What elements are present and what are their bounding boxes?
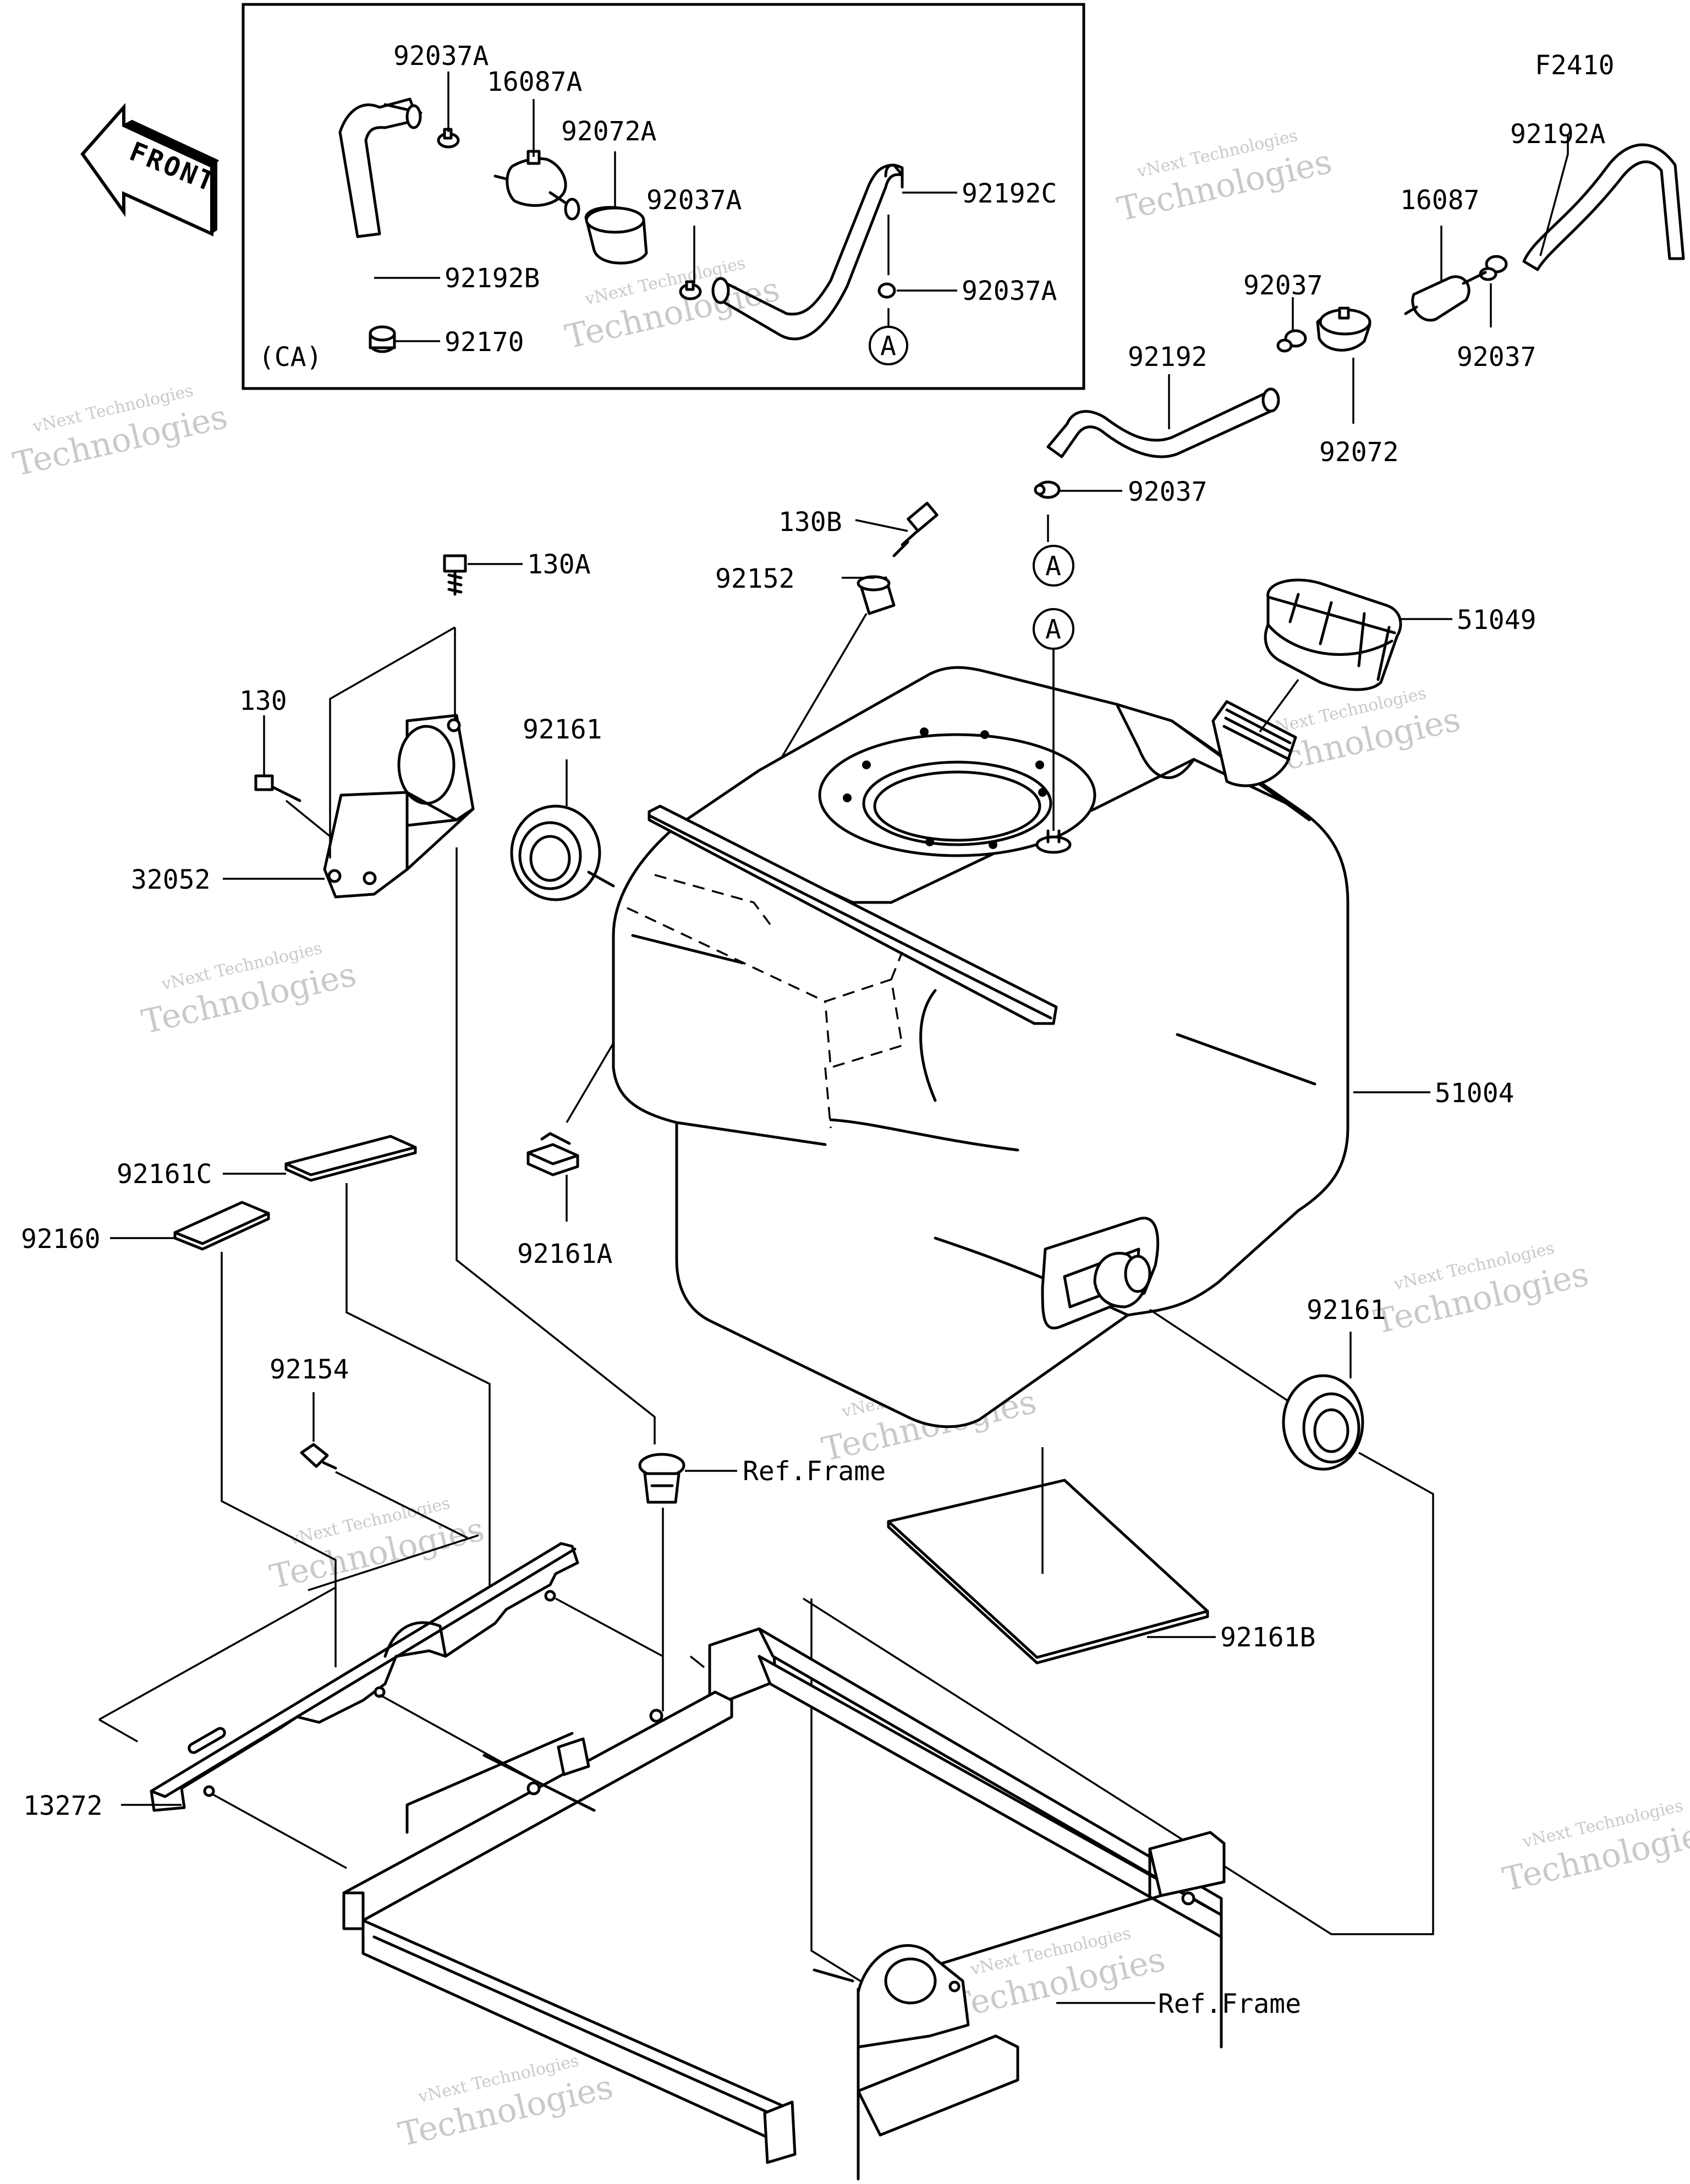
clamp-92037a [437,128,460,149]
callout-92072a: 92072A [561,116,656,147]
callout-92037: 92037 [1457,342,1537,373]
hose-92192a [1522,143,1685,271]
collar-92152 [857,575,896,615]
cap-51049 [1264,578,1402,691]
callout-92161c: 92161C [117,1159,212,1190]
grommet-92161 [1282,1374,1364,1471]
callout-51004: 51004 [1435,1078,1515,1109]
callout-92037: 92037 [1243,270,1323,301]
callout-92152: 92152 [715,563,795,594]
watermark: vNext Technologies Technologies [947,1924,1169,2027]
filter-16087 [1411,275,1470,322]
watermark: vNext Technologies Technologies [266,1493,488,1596]
callout-92161a: 92161A [517,1239,612,1269]
callout-16087: 16087 [1400,185,1480,216]
bolt-130a [443,554,467,596]
hose-92192c [714,163,904,341]
rivet-ref-frame [638,1453,685,1504]
fuel-tank-51004 [612,666,1349,1428]
callout-32052: 32052 [131,864,211,895]
watermark: vNext Technologies Technologies [395,2051,617,2154]
callout-51049: 51049 [1457,605,1537,636]
front-arrow: FRONT [80,103,221,237]
callout-92072: 92072 [1319,437,1399,468]
clamp-92037a-right [877,282,896,299]
callout-92161: 92161 [523,714,602,745]
callout-130: 130 [239,686,287,716]
callout-16087a: 16087A [487,67,582,97]
pad-92161b [887,1479,1209,1665]
callout-ref-frame: Ref.Frame [1158,1989,1301,2019]
callout-92192a: 92192A [1510,119,1605,150]
callout-13272: 13272 [23,1791,103,1821]
bracket-32052 [323,714,475,899]
clamp-92170 [369,325,396,353]
callout-ref-frame: Ref.Frame [743,1456,886,1487]
callout-92160: 92160 [21,1224,101,1255]
bolt-92154 [300,1443,337,1470]
pad-92160 [173,1201,270,1251]
callout-92037: 92037 [1128,477,1208,507]
callout-130b: 130B [778,507,842,538]
watermark: vNext Technologies Technologies [1370,1239,1592,1342]
svg-text:A: A [1045,551,1061,582]
clamp-92037a-mid [679,280,702,300]
callout-92192: 92192 [1128,342,1208,373]
watermark: vNext Technologies Technologies [1114,126,1336,229]
watermark: vNext Technologies Technologies [1499,1796,1690,1899]
callout-92161b: 92161B [1220,1622,1315,1653]
callout-92037a: 92037A [962,276,1057,306]
figure-code: F2410 [1535,50,1615,81]
bolt-130 [254,774,301,802]
pad-92161c [284,1135,417,1182]
callout-92161: 92161 [1307,1295,1386,1326]
callout-92170: 92170 [445,327,524,358]
seal-92072a [584,206,648,265]
svg-text:A: A [1045,614,1061,645]
callout-130a: 130A [527,549,591,580]
bolt-130b [892,501,939,557]
reference-marker-a: A [1033,608,1074,650]
hose-92192 [1046,389,1275,458]
callout-92192c: 92192C [962,178,1057,209]
watermark: vNext Technologies Technologies [9,381,231,484]
reference-marker-a: A [869,326,908,365]
filter-16087a [493,150,580,221]
callout-92037a: 92037A [646,185,742,216]
callout-92154: 92154 [270,1354,349,1385]
watermark: vNext Technologies Technologies [562,254,783,357]
damper-92161a [526,1132,579,1176]
grommet-92161 [510,804,615,901]
frame [342,1627,1226,2181]
inset-ca: (CA) [242,3,1085,390]
callout-92192b: 92192B [445,263,540,294]
reference-marker-a: A [1033,545,1074,587]
hose-92192b [338,97,420,238]
bracket-13272 [150,1542,579,1812]
watermark: vNext Technologies Technologies [138,939,360,1042]
inset-region-code: (CA) [259,342,322,373]
svg-text:A: A [880,331,896,362]
callout-92037a: 92037A [393,41,489,72]
